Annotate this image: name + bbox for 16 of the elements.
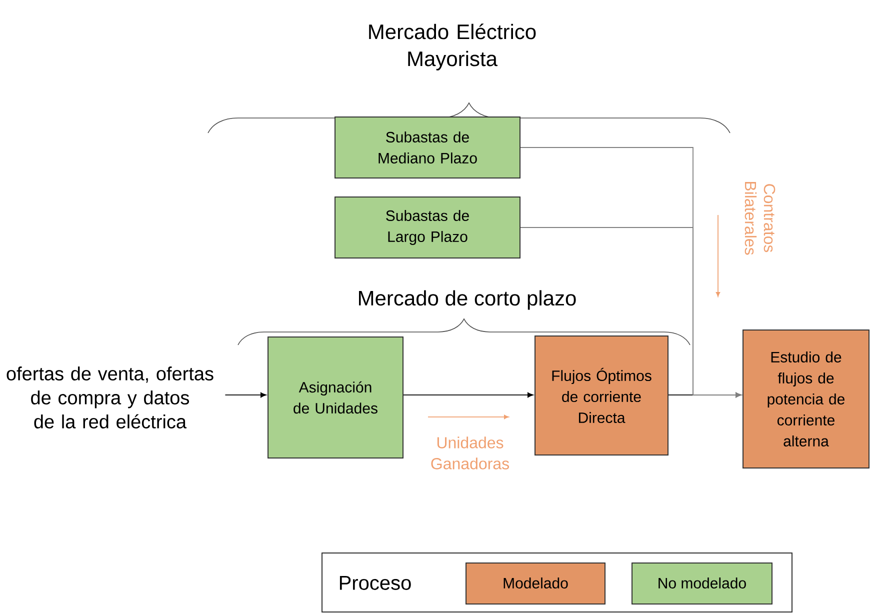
input-text: ofertas de venta, ofertas de compra y datos de la red eléctrica [6,366,214,428]
process-box: Subastas de Largo Plazo [334,196,520,258]
heading: Mercado Eléctrico Mayorista [369,24,536,70]
arrow [224,392,266,398]
process-box: Asignación de Unidades [268,336,404,458]
legend-label: Modelado [504,577,568,588]
arrow [403,392,534,398]
flow-label: Unidades Ganadoras [431,436,509,470]
process-box: Flujos Óptimos de corriente Directa [534,335,668,456]
heading: Mercado de corto plazo [359,290,576,310]
rotated-label: Contratos Bilaterales [744,182,776,255]
legend-title: Proceso [340,576,411,590]
arrow [520,227,742,398]
legend-label: No modelado [658,577,746,588]
process-box: Estudio de flujos de potencia de corriente alterna [742,329,870,468]
process-box: Subastas de Mediano Plazo [334,116,520,178]
